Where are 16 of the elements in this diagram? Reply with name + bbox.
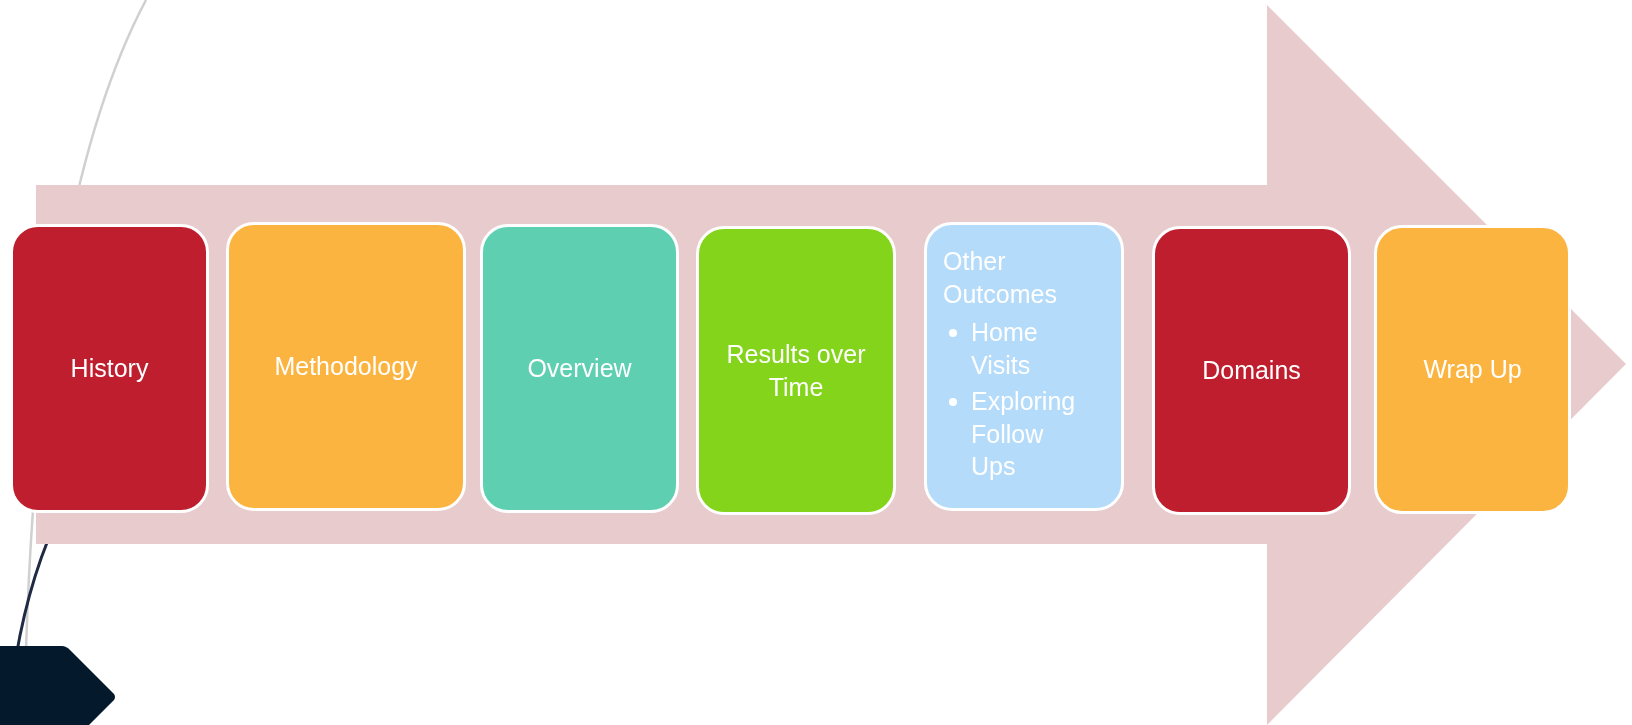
step-box xyxy=(696,226,896,515)
step-box xyxy=(226,222,466,511)
step-box xyxy=(10,224,209,513)
step-label: History xyxy=(70,353,149,385)
step-label: Domains xyxy=(1202,355,1301,387)
step-box xyxy=(924,222,1124,511)
bullet-item: Home Visits xyxy=(971,317,1039,381)
step-title: Other Outcomes xyxy=(943,246,1058,310)
step-box xyxy=(1152,226,1351,515)
step-box xyxy=(1374,225,1571,514)
step-label: Wrap Up xyxy=(1423,354,1522,386)
bullet-item: Exploring Follow Ups xyxy=(971,386,1077,482)
step-label: Results over Time xyxy=(725,339,867,403)
step-label: Methodology xyxy=(274,351,418,383)
step-box xyxy=(480,224,679,513)
step-label: Overview xyxy=(527,353,632,385)
